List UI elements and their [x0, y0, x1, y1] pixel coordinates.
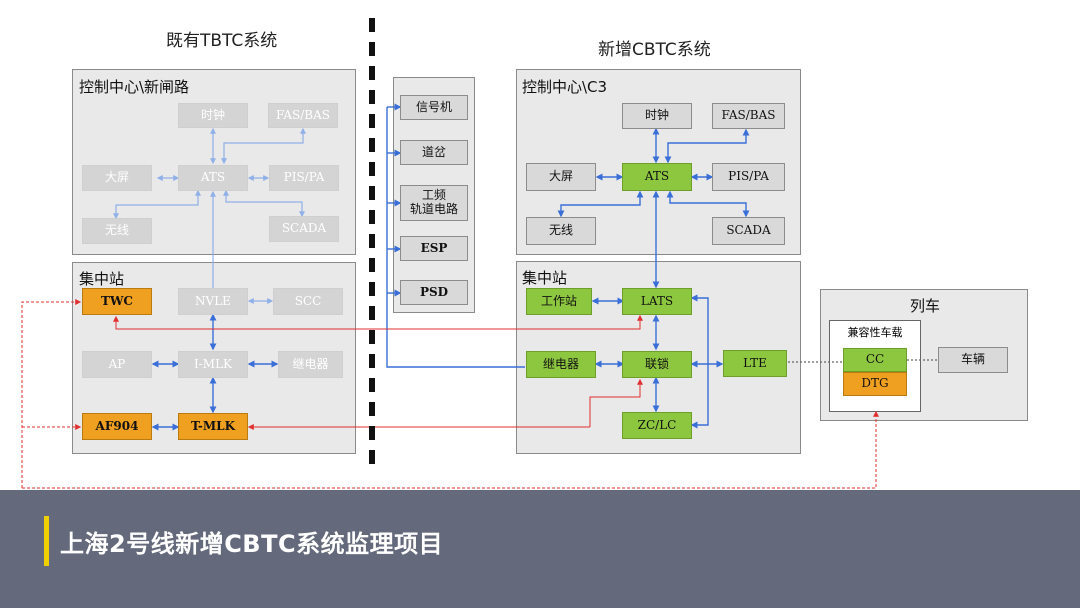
right-relay-box: 继电器: [526, 351, 596, 378]
left-scada-box: SCADA: [269, 216, 339, 242]
right-radio-box: 无线: [526, 217, 596, 245]
interlock-box: 联锁: [622, 351, 692, 378]
tmlk-box: T-MLK: [178, 413, 248, 440]
left-relay-box: 继电器: [278, 351, 343, 378]
track-circuit-box: 工频 轨道电路: [400, 185, 468, 221]
left-clock-box: 时钟: [178, 103, 248, 128]
left-station-label: 集中站: [79, 270, 125, 288]
lats-box: LATS: [622, 288, 692, 315]
left-radio-box: 无线: [82, 218, 152, 244]
footer-banner: [0, 490, 1080, 608]
psd-box: PSD: [400, 280, 468, 305]
zclc-box: ZC/LC: [622, 412, 692, 439]
twc-box: TWC: [82, 288, 152, 315]
right-clock-box: 时钟: [622, 103, 692, 129]
workstation-box: 工作站: [526, 288, 592, 315]
dtg-box: DTG: [843, 372, 907, 396]
right-scada-box: SCADA: [712, 217, 785, 245]
right-ats-box: ATS: [622, 163, 692, 191]
left-ats-box: ATS: [178, 165, 248, 191]
imlk-box: I-MLK: [178, 351, 248, 378]
vehicle-box: 车辆: [938, 347, 1008, 373]
ap-box: AP: [82, 351, 152, 378]
left-pispa-box: PIS/PA: [269, 165, 339, 191]
right-station-label: 集中站: [522, 269, 568, 287]
train-label: 列车: [910, 297, 941, 315]
right-screen-box: 大屏: [526, 163, 596, 191]
lte-box: LTE: [723, 350, 787, 377]
onboard-label: 兼容性车载: [847, 326, 903, 339]
left-fasbas-box: FAS/BAS: [268, 103, 338, 128]
signal-box: 信号机: [400, 95, 468, 120]
scc-box: SCC: [273, 288, 343, 315]
cc-box: CC: [843, 348, 907, 372]
af904-box: AF904: [82, 413, 152, 440]
right-pispa-box: PIS/PA: [712, 163, 785, 191]
nvle-box: NVLE: [178, 288, 248, 315]
right-system-title: 新增CBTC系统: [598, 40, 711, 60]
esp-box: ESP: [400, 236, 468, 261]
footer-title: 上海2号线新增CBTC系统监理项目: [60, 530, 444, 558]
left-system-title: 既有TBTC系统: [166, 31, 278, 51]
right-fasbas-box: FAS/BAS: [712, 103, 785, 129]
right-control-center-label: 控制中心\C3: [522, 78, 608, 96]
footer-accent-bar: [44, 516, 49, 566]
switch-box: 道岔: [400, 140, 468, 165]
left-control-center-label: 控制中心\新闸路: [79, 78, 190, 96]
left-screen-box: 大屏: [82, 165, 152, 191]
